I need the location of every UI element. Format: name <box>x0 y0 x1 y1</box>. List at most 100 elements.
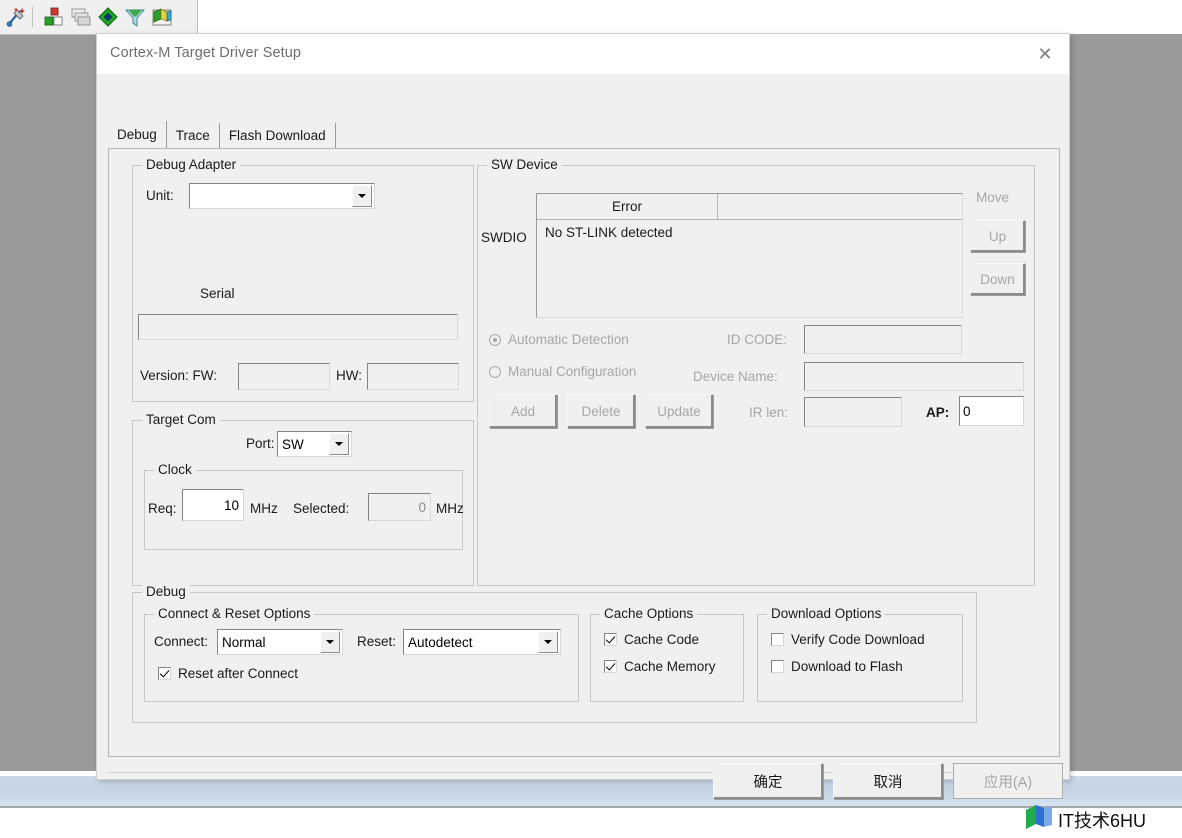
ir-len-label: IR len: <box>749 405 789 420</box>
target-com-group-title: Target Com <box>142 412 220 427</box>
toolbar <box>0 0 198 35</box>
device-name-label: Device Name: <box>693 369 778 384</box>
radio-dot-icon <box>489 365 501 378</box>
fw-version-field[interactable] <box>238 363 330 390</box>
automatic-detection-label: Automatic Detection <box>508 332 629 347</box>
dialog-title: Cortex-M Target Driver Setup <box>110 45 302 61</box>
id-code-field <box>804 325 962 354</box>
tab-panel-debug: Debug Adapter Unit: Serial Version: FW: … <box>108 148 1060 757</box>
layers-icon[interactable] <box>70 6 92 28</box>
tab-strip: Debug Trace Flash Download <box>108 121 336 148</box>
target-com-group: Target Com Port: SW Clock Req: 10 MHz Se… <box>132 412 474 586</box>
delete-button[interactable]: Delete <box>567 394 635 428</box>
connect-combo[interactable]: Normal <box>217 629 343 655</box>
port-combo-value: SW <box>282 436 304 452</box>
ok-button[interactable]: 确定 <box>713 763 823 799</box>
map-icon[interactable] <box>151 6 173 28</box>
blocks-icon[interactable] <box>43 6 65 28</box>
table-cell-error: No ST-LINK detected <box>545 224 673 240</box>
selected-unit-label: MHz <box>436 501 464 516</box>
cache-code-label: Cache Code <box>624 632 700 647</box>
table-row[interactable]: No ST-LINK detected <box>537 219 962 245</box>
cache-code-checkbox[interactable]: Cache Code <box>604 632 699 647</box>
ap-field[interactable]: 0 <box>959 396 1024 426</box>
reset-label: Reset: <box>357 634 397 649</box>
table-header-row: Error <box>537 194 962 220</box>
cancel-button[interactable]: 取消 <box>833 763 943 799</box>
chevron-down-icon[interactable] <box>329 433 349 455</box>
selected-clock-field: 0 <box>368 493 431 521</box>
move-label: Move <box>976 190 1010 205</box>
serial-field[interactable] <box>138 314 458 340</box>
window-logo-icon <box>1024 803 1054 836</box>
clock-group-title: Clock <box>154 462 196 477</box>
table-header-error[interactable]: Error <box>537 194 718 219</box>
verify-code-download-label: Verify Code Download <box>791 632 925 647</box>
sw-device-group-title: SW Device <box>487 157 562 172</box>
checkbox-icon <box>771 633 784 646</box>
reset-after-connect-checkbox[interactable]: Reset after Connect <box>158 666 298 681</box>
port-combo[interactable]: SW <box>277 431 352 457</box>
automatic-detection-radio[interactable]: Automatic Detection <box>489 332 629 347</box>
chevron-down-icon[interactable] <box>352 185 372 207</box>
dialog-title-bar: Cortex-M Target Driver Setup ✕ <box>97 34 1069 74</box>
device-name-field <box>804 362 1024 391</box>
selected-label: Selected: <box>293 501 350 516</box>
update-button[interactable]: Update <box>645 394 713 428</box>
table-header-blank[interactable] <box>718 194 962 219</box>
download-to-flash-checkbox[interactable]: Download to Flash <box>771 659 903 674</box>
download-options-group: Download Options Verify Code Download Do… <box>757 606 963 702</box>
footer-divider <box>108 772 1058 773</box>
status-bar-bottom-line <box>0 806 1182 808</box>
close-icon[interactable]: ✕ <box>1037 43 1053 64</box>
move-up-button[interactable]: Up <box>970 220 1025 252</box>
req-clock-field[interactable]: 10 <box>182 489 244 521</box>
debug-options-group: Debug Connect & Reset Options Connect: N… <box>132 584 977 723</box>
checkbox-icon <box>604 660 617 673</box>
connect-combo-value: Normal <box>222 634 266 650</box>
toolbar-separator <box>32 7 33 27</box>
tab-trace[interactable]: Trace <box>166 123 220 148</box>
checkbox-icon <box>604 633 617 646</box>
version-fw-label: Version: FW: <box>140 368 218 383</box>
chevron-down-icon[interactable] <box>538 631 558 653</box>
cache-memory-label: Cache Memory <box>624 659 716 674</box>
download-options-title: Download Options <box>767 606 886 621</box>
cache-options-group: Cache Options Cache Code Cache Memory <box>590 606 744 702</box>
reset-combo[interactable]: Autodetect <box>403 629 561 655</box>
req-unit-label: MHz <box>250 501 278 516</box>
funnel-icon[interactable] <box>124 6 146 28</box>
reset-combo-value: Autodetect <box>408 634 473 650</box>
dialog-body: Debug Trace Flash Download Debug Adapter… <box>97 74 1069 799</box>
swdio-label: SWDIO <box>481 230 527 245</box>
hw-version-field[interactable] <box>367 363 459 390</box>
magic-wand-icon[interactable] <box>5 6 27 28</box>
move-down-button[interactable]: Down <box>970 263 1025 295</box>
cache-options-title: Cache Options <box>600 606 698 621</box>
app-background-bottom <box>0 808 1182 838</box>
manual-configuration-label: Manual Configuration <box>508 364 637 379</box>
connect-reset-options-group: Connect & Reset Options Connect: Normal … <box>144 606 579 702</box>
manual-configuration-radio[interactable]: Manual Configuration <box>489 364 636 379</box>
diamond-green-icon[interactable] <box>97 6 119 28</box>
add-button[interactable]: Add <box>489 394 557 428</box>
clock-group: Clock Req: 10 MHz Selected: 0 MHz <box>144 462 464 550</box>
debug-adapter-group-title: Debug Adapter <box>142 157 241 172</box>
connect-reset-options-title: Connect & Reset Options <box>154 606 315 621</box>
debug-adapter-group: Debug Adapter Unit: Serial Version: FW: … <box>132 157 474 402</box>
download-to-flash-label: Download to Flash <box>791 659 903 674</box>
port-label: Port: <box>246 436 275 451</box>
reset-after-connect-label: Reset after Connect <box>178 666 299 681</box>
tab-flash-download[interactable]: Flash Download <box>219 123 336 148</box>
apply-button[interactable]: 应用(A) <box>953 763 1063 799</box>
id-code-label: ID CODE: <box>727 332 788 347</box>
watermark: IT技术6HU <box>1024 803 1146 836</box>
cache-memory-checkbox[interactable]: Cache Memory <box>604 659 716 674</box>
verify-code-download-checkbox[interactable]: Verify Code Download <box>771 632 925 647</box>
serial-label: Serial <box>200 286 235 301</box>
tab-debug[interactable]: Debug <box>108 121 167 148</box>
sw-device-table[interactable]: Error No ST-LINK detected <box>536 193 963 318</box>
chevron-down-icon[interactable] <box>320 631 340 653</box>
unit-combo[interactable] <box>189 183 375 209</box>
